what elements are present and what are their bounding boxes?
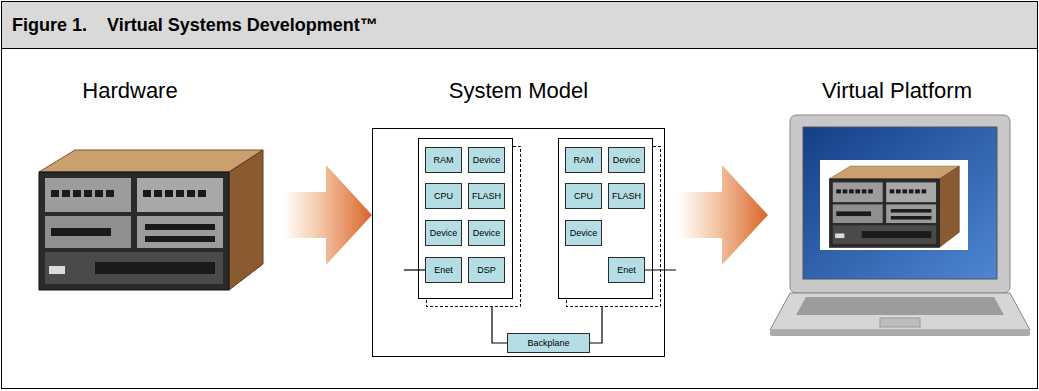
part-name: Enet: [617, 265, 636, 276]
bus-wire: [590, 307, 602, 343]
section-label: Hardware: [30, 78, 230, 104]
part-name: Device: [473, 228, 501, 239]
hardware-photo: [39, 150, 263, 290]
chip-box: Enet: [425, 257, 462, 283]
part-name: Enet: [434, 265, 453, 276]
part-name: CPU: [434, 191, 453, 202]
chip-box: Device: [608, 147, 645, 173]
chip-box: FLASH: [468, 183, 505, 209]
part-name: Device: [473, 155, 501, 166]
header-band: [2, 2, 1037, 48]
board-shadow-line: [427, 147, 521, 307]
board-shadow-line: [567, 147, 661, 307]
virtual-router: [829, 166, 959, 247]
flow-arrow: [679, 165, 768, 265]
circuit-board: RAMDeviceCPUFLASHDeviceEnet: [558, 138, 653, 299]
laptop-base: [770, 293, 1030, 330]
ethernet-wire: [640, 269, 676, 270]
laptop-touchpad: [880, 318, 920, 327]
system-model-box: System ModelRAMDeviceCPUFLASHDeviceDevic…: [372, 128, 665, 357]
chip-box: RAM: [425, 147, 462, 173]
flow-arrow: [283, 165, 372, 265]
laptop-lid: [790, 115, 1010, 293]
part-name: Device: [570, 228, 598, 239]
laptop-screen: [803, 127, 997, 279]
section-label: Virtual Platform: [797, 78, 997, 104]
part-name: Backplane: [527, 338, 569, 349]
figure-title: Figure 1. Virtual Systems Development™: [12, 14, 378, 36]
laptop-edge: [770, 330, 1030, 336]
backplane-box: Backplane: [507, 333, 590, 353]
part-name: RAM: [434, 155, 454, 166]
bus-wire: [492, 307, 507, 343]
header-rule: [2, 48, 1037, 49]
part-name: FLASH: [612, 191, 641, 202]
chip-box: RAM: [565, 147, 602, 173]
laptop-picture: [770, 115, 1030, 336]
part-name: FLASH: [472, 191, 501, 202]
part-name: CPU: [574, 191, 593, 202]
circuit-board: RAMDeviceCPUFLASHDeviceDeviceEnetDSP: [418, 138, 513, 299]
chip-box: FLASH: [608, 183, 645, 209]
chip-box: Device: [425, 220, 462, 246]
chip-box: CPU: [425, 183, 462, 209]
chip-box: Device: [565, 220, 602, 246]
chip-box: Device: [468, 147, 505, 173]
part-name: DSP: [477, 265, 496, 276]
part-name: Device: [613, 155, 641, 166]
box-heading: System Model: [373, 78, 664, 104]
part-name: Device: [430, 228, 458, 239]
chip-box: Enet: [608, 257, 645, 283]
screen-window: [820, 160, 968, 250]
chip-box: CPU: [565, 183, 602, 209]
chip-box: DSP: [468, 257, 505, 283]
chip-box: Device: [468, 220, 505, 246]
part-name: RAM: [574, 155, 594, 166]
laptop-keyboard: [796, 297, 1004, 315]
